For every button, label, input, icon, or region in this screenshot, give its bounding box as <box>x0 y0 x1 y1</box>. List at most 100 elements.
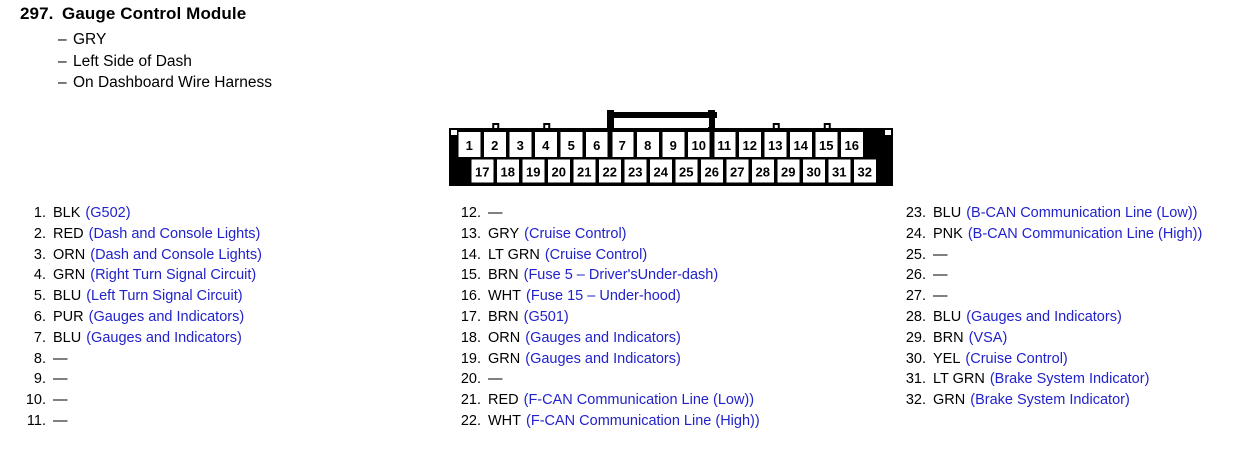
pin-circuit-description: (Cruise Control) <box>524 225 627 242</box>
pin-empty-marker: — <box>933 246 948 263</box>
pin-circuit-description: (Gauges and Indicators) <box>525 329 681 346</box>
pin-row: 9. — <box>18 369 262 390</box>
connector-shape <box>854 159 876 183</box>
module-details-list: –GRY –Left Side of Dash –On Dashboard Wi… <box>20 29 272 94</box>
connector-shape <box>803 159 825 183</box>
connector-shape <box>675 159 698 183</box>
connector-shape <box>815 132 838 157</box>
pin-row: 7.BLU(Gauges and Indicators) <box>18 328 262 349</box>
connector-shape <box>777 159 800 183</box>
pin-number: 32. <box>905 392 926 409</box>
connector-shape <box>497 159 519 183</box>
connector-shape <box>650 159 672 183</box>
pin-row: 24.PNK(B-CAN Communication Line (High)) <box>898 224 1203 245</box>
connector-shape <box>607 110 614 130</box>
pin-circuit-description: (Fuse 5 – Driver'sUnder-dash) <box>523 267 719 284</box>
pin-number-top-1: 1 <box>466 138 473 153</box>
connector-shape <box>535 132 557 157</box>
connector-shape <box>607 130 613 158</box>
pin-row: 1.BLK(G502) <box>18 203 262 224</box>
pin-wire-color: PNK <box>933 225 963 242</box>
connector-shape <box>637 132 659 157</box>
bullet-dash: – <box>58 31 67 48</box>
pin-row: 30.YEL(Cruise Control) <box>898 349 1202 370</box>
pin-empty-marker: — <box>53 350 68 367</box>
pin-number-top-9: 9 <box>670 138 677 153</box>
module-number: 297. <box>20 4 54 23</box>
pin-wire-color: GRN <box>53 267 86 284</box>
pin-number: 16. <box>460 288 481 305</box>
pin-circuit-description: (VSA) <box>968 329 1008 346</box>
pin-number-bottom-20: 20 <box>552 165 566 180</box>
pin-number: 9. <box>33 371 46 388</box>
pin-row: 4. GRN(Right Turn Signal Circuit) <box>18 265 262 286</box>
connector-shape <box>611 132 634 157</box>
pin-empty-marker: — <box>933 267 948 284</box>
connector-shape <box>548 159 570 183</box>
pin-row: 11.— <box>18 411 262 432</box>
pin-row: 27.— <box>898 286 1202 307</box>
connector-shape <box>509 132 532 157</box>
connector-shape <box>828 159 851 183</box>
pin-circuit-description: (Right Turn Signal Circuit) <box>90 267 257 284</box>
pin-number-bottom-26: 26 <box>705 165 719 180</box>
pin-row: 21.RED(F-CAN Communication Line (Low)) <box>453 390 760 411</box>
connector-shape <box>764 132 787 157</box>
connector-shape <box>825 125 829 128</box>
pin-row: 19.GRN(Gauges and Indicators) <box>453 349 760 370</box>
module-header: 297. Gauge Control Module –GRY –Left Sid… <box>20 4 272 94</box>
pin-number: 4. <box>33 267 46 284</box>
pin-number-bottom-18: 18 <box>501 165 515 180</box>
connector-shape <box>709 130 715 158</box>
connector-shape <box>701 159 723 183</box>
pin-number-bottom-24: 24 <box>654 165 669 180</box>
pin-list-column-2: 12.—13.GRY(Cruise Control)14.LT GRN(Crui… <box>453 203 760 432</box>
pin-circuit-description: (Brake System Indicator) <box>989 371 1150 388</box>
pin-number: 13. <box>460 225 481 242</box>
pin-row: 16.WHT(Fuse 15 – Under-hood) <box>453 286 760 307</box>
pin-number: 8. <box>33 350 46 367</box>
pin-circuit-description: (Gauges and Indicators) <box>86 329 242 346</box>
pin-number-bottom-25: 25 <box>679 165 693 180</box>
pin-number-bottom-22: 22 <box>603 165 617 180</box>
pin-wire-color: LT GRN <box>488 246 540 263</box>
pin-number: 3. <box>33 246 46 263</box>
pin-empty-marker: — <box>488 371 503 388</box>
pin-number-bottom-29: 29 <box>781 165 795 180</box>
pin-list-column-1: 1.BLK(G502)2.RED(Dash and Console Lights… <box>18 203 262 432</box>
pin-row: 28.BLU(Gauges and Indicators) <box>898 307 1202 328</box>
pin-number: 26. <box>905 267 926 284</box>
pin-number: 1. <box>33 205 46 221</box>
pin-number: 11. <box>26 412 46 429</box>
pin-row: 3.ORN(Dash and Console Lights) <box>18 245 262 266</box>
connector-shape <box>484 132 506 157</box>
connector-shape <box>885 130 891 135</box>
pin-circuit-description: (Gauges and Indicators) <box>88 308 245 325</box>
pin-wire-color: GRN <box>488 350 521 367</box>
pin-wire-color: GRY <box>488 225 520 242</box>
pin-number: 22. <box>460 412 481 429</box>
connector-shape <box>774 125 778 128</box>
connector-shape <box>471 159 494 183</box>
pin-row: 31.LT GRN(Brake System Indicator) <box>898 369 1202 390</box>
connector-shape <box>726 159 749 183</box>
pin-number-top-3: 3 <box>517 138 524 153</box>
pin-empty-marker: — <box>53 371 68 388</box>
pin-row: 18.ORN(Gauges and Indicators) <box>453 328 760 349</box>
pin-row: 6.PUR(Gauges and Indicators) <box>18 307 262 328</box>
module-detail-item: –Left Side of Dash <box>58 51 272 73</box>
connector-shape <box>708 110 715 130</box>
pin-number-bottom-31: 31 <box>832 165 846 180</box>
pin-wire-color: GRN <box>933 392 966 409</box>
pin-number-bottom-30: 30 <box>807 165 821 180</box>
pin-empty-marker: — <box>53 392 68 409</box>
pin-number: 18. <box>460 329 481 346</box>
pin-number-top-7: 7 <box>619 138 626 153</box>
connector-shape <box>841 132 863 157</box>
pin-circuit-description: (B-CAN Communication Line (Low)) <box>966 205 1198 221</box>
bullet-dash: – <box>58 52 67 70</box>
pin-number-top-12: 12 <box>743 138 757 153</box>
pin-number: 19. <box>460 350 481 367</box>
pin-number: 24. <box>905 225 926 242</box>
